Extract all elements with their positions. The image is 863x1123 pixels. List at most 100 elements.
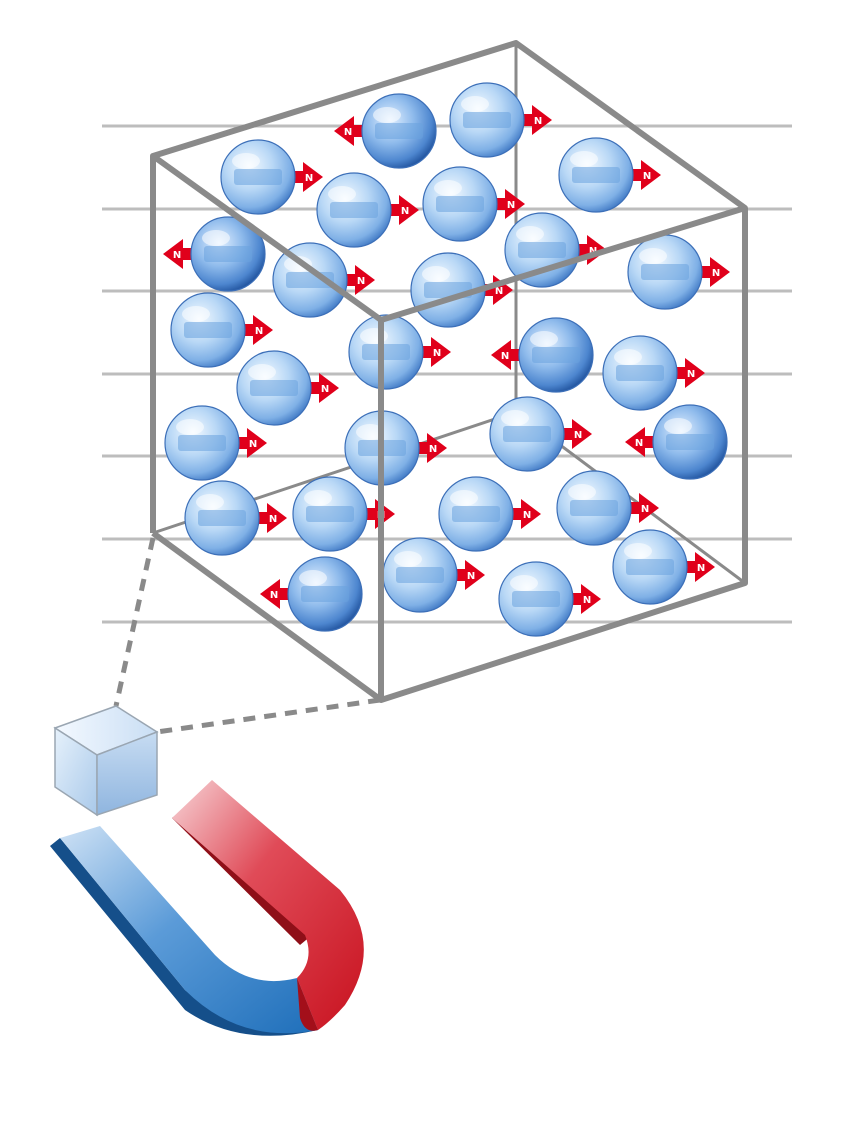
north-label: N	[401, 206, 409, 217]
sphere-highlight	[664, 418, 692, 434]
sphere-highlight	[501, 410, 529, 426]
north-label: N	[249, 439, 257, 450]
spin-arrow	[419, 337, 451, 367]
dipole-bar	[436, 196, 484, 212]
dipole-bar	[463, 112, 511, 128]
spin-arrow	[387, 195, 419, 225]
north-label: N	[495, 286, 503, 297]
spin-particle: N	[348, 314, 451, 390]
spin-arrow	[241, 315, 273, 345]
spin-arrow	[560, 419, 592, 449]
dipole-bar	[234, 169, 282, 185]
north-label: N	[344, 127, 352, 138]
spin-arrow	[569, 584, 601, 614]
spin-arrow	[255, 503, 287, 533]
north-label: N	[574, 430, 582, 441]
sphere-highlight	[624, 543, 652, 559]
sphere-highlight	[450, 490, 478, 506]
sphere-highlight	[570, 151, 598, 167]
spin-arrow	[481, 275, 513, 305]
magnet-red-arm	[172, 780, 364, 1030]
dipole-bar	[250, 380, 298, 396]
dipole-bar	[396, 567, 444, 583]
north-label: N	[643, 171, 651, 182]
north-label: N	[635, 438, 643, 449]
cube-front-edges	[150, 40, 748, 703]
dipole-bar	[570, 500, 618, 516]
spin-arrow	[491, 340, 523, 370]
sphere-highlight	[530, 331, 558, 347]
north-label: N	[321, 384, 329, 395]
small-sample-cube	[53, 705, 159, 817]
zoom-guide-lines	[113, 537, 381, 735]
spin-particle: N	[625, 404, 728, 480]
north-label: N	[583, 595, 591, 606]
north-label: N	[507, 200, 515, 211]
spin-arrow	[625, 427, 657, 457]
spin-particle: N	[170, 292, 273, 368]
spin-particle: N	[316, 172, 419, 248]
dipole-bar	[532, 347, 580, 363]
sphere-highlight	[461, 96, 489, 112]
spin-arrow	[673, 358, 705, 388]
north-label: N	[697, 563, 705, 574]
zoom-line	[156, 697, 381, 735]
spin-arrow	[334, 116, 366, 146]
sphere-highlight	[434, 180, 462, 196]
north-label: N	[589, 246, 597, 257]
sphere-highlight	[182, 306, 210, 322]
spin-particle: N	[164, 405, 267, 481]
sphere-highlight	[176, 419, 204, 435]
dipole-bar	[306, 506, 354, 522]
spin-arrow	[627, 493, 659, 523]
spin-arrow	[698, 257, 730, 287]
spin-arrow	[260, 579, 292, 609]
sphere-highlight	[510, 575, 538, 591]
spin-particle: N	[449, 82, 552, 158]
spin-particle: N	[558, 137, 661, 213]
north-label: N	[269, 514, 277, 525]
spin-particle: N	[184, 480, 287, 556]
spin-arrow	[520, 105, 552, 135]
dipole-bar	[641, 264, 689, 280]
sphere-highlight	[394, 551, 422, 567]
sphere-highlight	[422, 266, 450, 282]
sphere-highlight	[196, 494, 224, 510]
dipole-bar	[452, 506, 500, 522]
sphere-highlight	[232, 153, 260, 169]
spin-arrow	[343, 265, 375, 295]
spin-particle: N	[344, 410, 447, 486]
north-label: N	[433, 348, 441, 359]
dipole-bar	[301, 586, 349, 602]
north-label: N	[501, 351, 509, 362]
north-label: N	[467, 571, 475, 582]
spin-particle: N	[556, 470, 659, 546]
spin-particle: N	[422, 166, 525, 242]
cube-edge	[151, 530, 383, 703]
dipole-bar	[330, 202, 378, 218]
sphere-highlight	[356, 424, 384, 440]
sphere-highlight	[248, 364, 276, 380]
sphere-highlight	[202, 230, 230, 246]
horseshoe-magnet	[50, 780, 364, 1036]
spin-arrow	[307, 373, 339, 403]
magnet-blue-side	[50, 838, 318, 1036]
dipole-bar	[362, 344, 410, 360]
sphere-highlight	[328, 186, 356, 202]
spin-particle: N	[410, 252, 513, 328]
dipole-bar	[518, 242, 566, 258]
spin-particle: N	[612, 529, 715, 605]
dipole-bar	[626, 559, 674, 575]
spin-particle: N	[504, 212, 607, 288]
spin-particle: N	[260, 556, 363, 632]
dipole-bar	[503, 426, 551, 442]
dipole-bar	[616, 365, 664, 381]
north-label: N	[173, 250, 181, 261]
magnet-red-bottom	[297, 978, 318, 1031]
north-label: N	[523, 510, 531, 521]
dipole-bar	[666, 434, 714, 450]
north-label: N	[534, 116, 542, 127]
north-label: N	[712, 268, 720, 279]
